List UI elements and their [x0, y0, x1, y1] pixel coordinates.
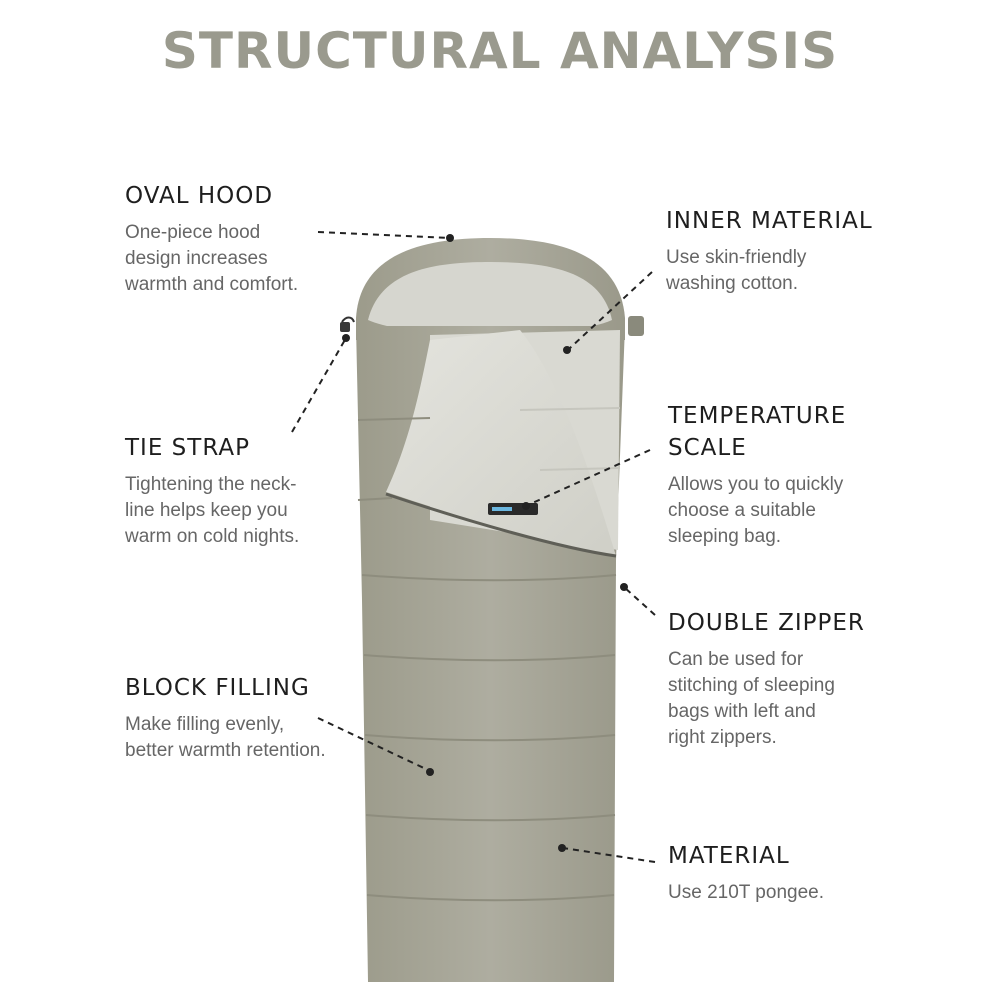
leader-lines: [291, 231, 656, 863]
callout-body: Use skin-friendly washing cotton.: [666, 247, 807, 294]
callout-body: Can be used for stitching of sleeping ba…: [668, 649, 835, 748]
callout-temperature-scale: TEMPERATURE SCALE Allows you to quickly …: [668, 400, 846, 550]
callout-oval-hood: OVAL HOOD One-piece hood design increase…: [125, 180, 298, 298]
callout-heading: INNER MATERIAL: [666, 208, 873, 234]
hood-lining: [368, 262, 612, 334]
leader-dots: [342, 234, 628, 852]
folded-flap: [386, 330, 616, 556]
zipper-edge: [385, 492, 617, 558]
callout-block-filling: BLOCK FILLING Make filling evenly, bette…: [125, 672, 326, 764]
hood-tab: [628, 316, 644, 336]
callout-heading: MATERIAL: [668, 843, 790, 869]
callout-body: Use 210T pongee.: [668, 882, 824, 903]
callout-double-zipper: DOUBLE ZIPPER Can be used for stitching …: [668, 607, 865, 751]
page-title: STRUCTURAL ANALYSIS: [161, 22, 839, 80]
callout-body: Make filling evenly, better warmth reten…: [125, 714, 326, 761]
callout-body: One-piece hood design increases warmth a…: [125, 222, 299, 295]
callout-body: Tightening the neck- line helps keep you…: [125, 474, 300, 547]
quilt-seams: [357, 407, 621, 902]
callout-tie-strap: TIE STRAP Tightening the neck- line help…: [125, 432, 299, 550]
callout-heading: DOUBLE ZIPPER: [668, 610, 865, 636]
callout-heading: TIE STRAP: [125, 435, 250, 461]
callout-body: Allows you to quickly choose a suitable …: [668, 474, 844, 547]
tie-strap-cord: [341, 316, 355, 323]
callout-heading: TEMPERATURE SCALE: [668, 403, 847, 461]
callout-material: MATERIAL Use 210T pongee.: [668, 840, 824, 906]
callout-heading: BLOCK FILLING: [125, 675, 310, 701]
callout-heading: OVAL HOOD: [125, 183, 274, 209]
callout-inner-material: INNER MATERIAL Use skin-friendly washing…: [666, 205, 873, 297]
